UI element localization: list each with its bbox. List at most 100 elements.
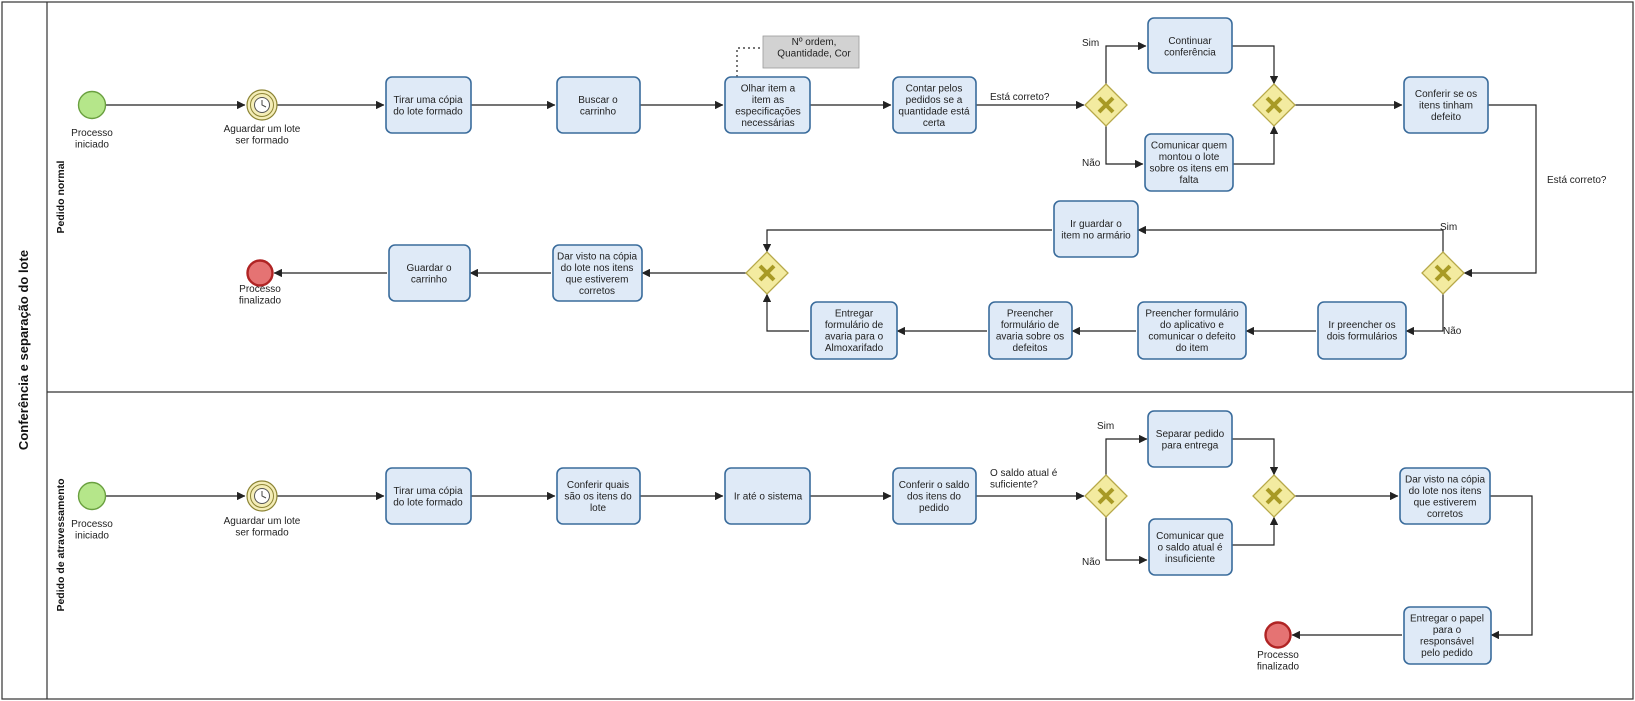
- label-line: Separar pedido: [1156, 429, 1225, 440]
- task-box[interactable]: [810, 301, 898, 360]
- gateway-x-icon: [1097, 487, 1115, 505]
- task-box[interactable]: [552, 244, 643, 302]
- label-line: Comunicar que: [1156, 531, 1224, 542]
- flow: [1232, 516, 1279, 546]
- task-box[interactable]: [724, 76, 811, 134]
- label-line: que estiverem: [566, 274, 629, 285]
- gateway-x-icon: [1434, 264, 1452, 282]
- task-box[interactable]: [1053, 200, 1139, 258]
- task-box[interactable]: [988, 301, 1073, 360]
- task-box[interactable]: [385, 467, 472, 525]
- label-line: quantidade está: [898, 106, 970, 117]
- annotation-link: [736, 47, 763, 77]
- task-box[interactable]: [892, 467, 977, 525]
- start-event-circle[interactable]: [77, 90, 107, 120]
- flow: [1232, 45, 1279, 85]
- label-line: Continuar: [1168, 36, 1212, 47]
- gateway-x-icon: [1265, 487, 1283, 505]
- gateway-yes-label: Sim: [1440, 222, 1457, 233]
- label-line: Processo: [1257, 650, 1299, 661]
- task-box[interactable]: [1403, 76, 1489, 134]
- task-box[interactable]: [1144, 133, 1234, 192]
- task-box[interactable]: [892, 76, 977, 134]
- task-box[interactable]: [1137, 301, 1247, 360]
- task-box[interactable]: [724, 467, 811, 525]
- gateway-exclusive-merge[interactable]: [1252, 474, 1296, 518]
- label-line: para entrega: [1162, 440, 1219, 451]
- task-box[interactable]: [1147, 410, 1233, 468]
- gateway-exclusive-split[interactable]: [1084, 83, 1128, 127]
- label-line: carrinho: [580, 106, 617, 117]
- gateway-exclusive-merge-final[interactable]: [745, 251, 789, 295]
- label-line: montou o lote: [1159, 152, 1220, 163]
- start-event-circle[interactable]: [77, 481, 107, 511]
- task-box[interactable]: [1399, 467, 1491, 525]
- gateway-exclusive-merge[interactable]: [1252, 83, 1296, 127]
- task-box[interactable]: [1403, 606, 1492, 665]
- flow: [762, 293, 809, 332]
- label-line: comunicar o defeito: [1148, 331, 1236, 342]
- task-box[interactable]: [385, 76, 472, 134]
- label-line: Quantidade, Cor: [777, 48, 851, 59]
- task-box[interactable]: [1148, 518, 1233, 576]
- gateway-exclusive-split-defeito[interactable]: [1421, 251, 1465, 295]
- task-box[interactable]: [556, 467, 641, 525]
- end-event-circle[interactable]: [1264, 621, 1292, 649]
- task-box[interactable]: [556, 76, 641, 134]
- lane-title-atravessamento: Pedido de atravessamento: [55, 478, 67, 611]
- task-box[interactable]: [1147, 17, 1233, 74]
- gateway-exclusive-split[interactable]: [1084, 474, 1128, 518]
- label-line: Almoxarifado: [825, 343, 884, 354]
- task-ir-sistema[interactable]: Ir até o sistema: [724, 467, 811, 525]
- label-line: Aguardar um lote: [224, 516, 301, 527]
- label-line: insuficiente: [1165, 554, 1215, 565]
- label-line: avaria sobre os: [996, 331, 1064, 342]
- label-line: Ir até o sistema: [734, 492, 803, 503]
- end-event-circle[interactable]: [246, 259, 274, 287]
- task-box[interactable]: [388, 244, 471, 302]
- label-line: Nº ordem,: [792, 37, 837, 48]
- label-line: especificações: [735, 106, 801, 117]
- flow: [762, 229, 1052, 253]
- label-line: do item: [1176, 343, 1209, 354]
- task-box[interactable]: [1317, 301, 1407, 360]
- label-line: iniciado: [75, 139, 109, 150]
- label-line: Ir guardar o: [1070, 219, 1122, 230]
